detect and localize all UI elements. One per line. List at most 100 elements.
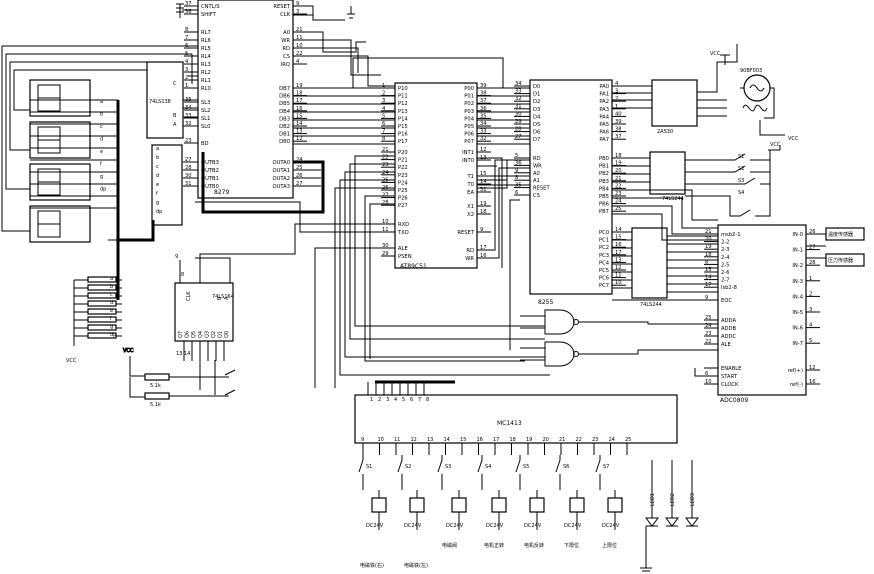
latch-clk: CLK [186, 291, 192, 301]
chip-driver-name: MC1413 [497, 420, 522, 427]
resistor-segment-label: dp [110, 332, 116, 338]
pin-number: 10 [615, 280, 622, 286]
segment-label: a [100, 99, 103, 105]
pin-number: 5 [382, 113, 385, 119]
pin-number: 22 [382, 155, 389, 161]
chip-buffer-pb: 74LS244 [649, 151, 686, 202]
driver-bottom-pin: 19 [526, 437, 532, 443]
driver-top-pin: 1 [370, 397, 373, 403]
latch-extra-pin-14: 14 [184, 351, 190, 357]
pin-number: 27 [515, 134, 522, 140]
latch-a: A [224, 296, 230, 300]
pin-label: OUTA3 [273, 184, 291, 190]
pin-number: 30 [515, 111, 522, 117]
led-label: LED1 [650, 493, 656, 506]
pin-label: PB0 [599, 156, 609, 162]
pin-label: IN-1 [792, 248, 803, 254]
buffer-segment-label: c [156, 164, 159, 170]
pin-number: 37 [185, 1, 192, 7]
pin-number: 3 [382, 98, 385, 104]
pin-number: 6 [515, 190, 518, 196]
pin-number: 13 [296, 129, 303, 135]
pin-number: 17 [705, 282, 712, 288]
pin-number: 27 [809, 245, 816, 251]
relay-coil [491, 497, 507, 513]
pin-label: INT1 [462, 150, 474, 156]
pin-number: 23 [382, 162, 389, 168]
pin-label: P15 [398, 124, 408, 130]
relay-voltage: DC24V [366, 523, 384, 529]
driver-top-pin: 7 [418, 397, 421, 403]
driver-top-pin: 4 [394, 397, 397, 403]
pin-label: RL7 [201, 30, 211, 36]
pin-label: WR [465, 256, 474, 262]
pin-label: PSEN [398, 254, 412, 260]
pin-label: PB2 [599, 171, 609, 177]
led-label: LED2 [670, 493, 676, 506]
pin-number: 31 [185, 181, 192, 187]
pin-label: A1 [533, 178, 540, 184]
driver-bottom-pin: 11 [394, 437, 400, 443]
pin-number: 3 [185, 67, 188, 73]
pin-label: PB7 [599, 209, 609, 215]
pin-label: D2 [533, 99, 540, 105]
pin-label: D1 [533, 92, 540, 98]
pin-number: 9 [515, 168, 518, 174]
segment-label: dp [100, 187, 106, 193]
chip-motor-driver: 2AS30 [651, 79, 698, 135]
buffer-segment-label: g [156, 200, 159, 206]
pin-number: 2 [382, 91, 385, 97]
pin-label: RD [282, 46, 290, 52]
switch-label: S5 [523, 464, 529, 470]
right-switch-label: S2 [738, 166, 744, 172]
pin-number: 6 [382, 121, 385, 127]
pin-label: P04 [464, 116, 474, 122]
switch-label: S4 [485, 464, 491, 470]
pin-label: DB5 [279, 101, 290, 107]
pin-number: 34 [515, 81, 522, 87]
pin-label: P12 [398, 101, 408, 107]
pin-label: IN-3 [792, 279, 803, 285]
pin-number: 1 [809, 276, 812, 282]
relay-coil [409, 497, 425, 513]
driver-bottom-pin: 23 [592, 437, 598, 443]
pin-number: 36 [185, 9, 192, 15]
pin-label: T1 [467, 174, 474, 180]
buffer-segment-label: dp [156, 209, 162, 215]
pin-label: IN-7 [792, 341, 803, 347]
chip-8279-right-pins: 9RESET3CLK21A011WR10RD22CS4IRQ19DB718DB6… [273, 1, 307, 190]
pin-number: 14 [705, 275, 712, 281]
pin-label: lsb2-8 [721, 285, 737, 291]
pin-number: 33 [185, 113, 192, 119]
pin-number: 14 [480, 179, 487, 185]
pin-number: 23 [615, 191, 622, 197]
pin-label: OUTA0 [273, 160, 291, 166]
pin-number: 9 [480, 227, 483, 233]
pin-label: P13 [398, 109, 408, 115]
pin-number: 10 [382, 219, 389, 225]
pin-label: OUTA2 [273, 176, 291, 182]
driver-bottom-pin: 24 [609, 437, 615, 443]
pin-number: 24 [705, 323, 712, 329]
pin-number: 18 [296, 91, 303, 97]
led-icon [685, 517, 699, 527]
chip-adc-name: ADC0809 [720, 397, 748, 404]
switch-label: S6 [563, 464, 569, 470]
buffer-segment-label: f [156, 191, 158, 197]
driver-bottom-pin: 17 [493, 437, 499, 443]
pin-label: DB2 [279, 124, 290, 130]
pin-label: DB4 [279, 109, 291, 115]
pin-label: P21 [398, 158, 408, 164]
pin-label: 2-4 [721, 255, 730, 261]
pin-number: 18 [705, 252, 712, 258]
pin-number: 7 [185, 35, 188, 41]
pin-label: ADDB [721, 326, 737, 332]
switch-blade [358, 459, 364, 473]
pin-number: 11 [615, 273, 622, 279]
